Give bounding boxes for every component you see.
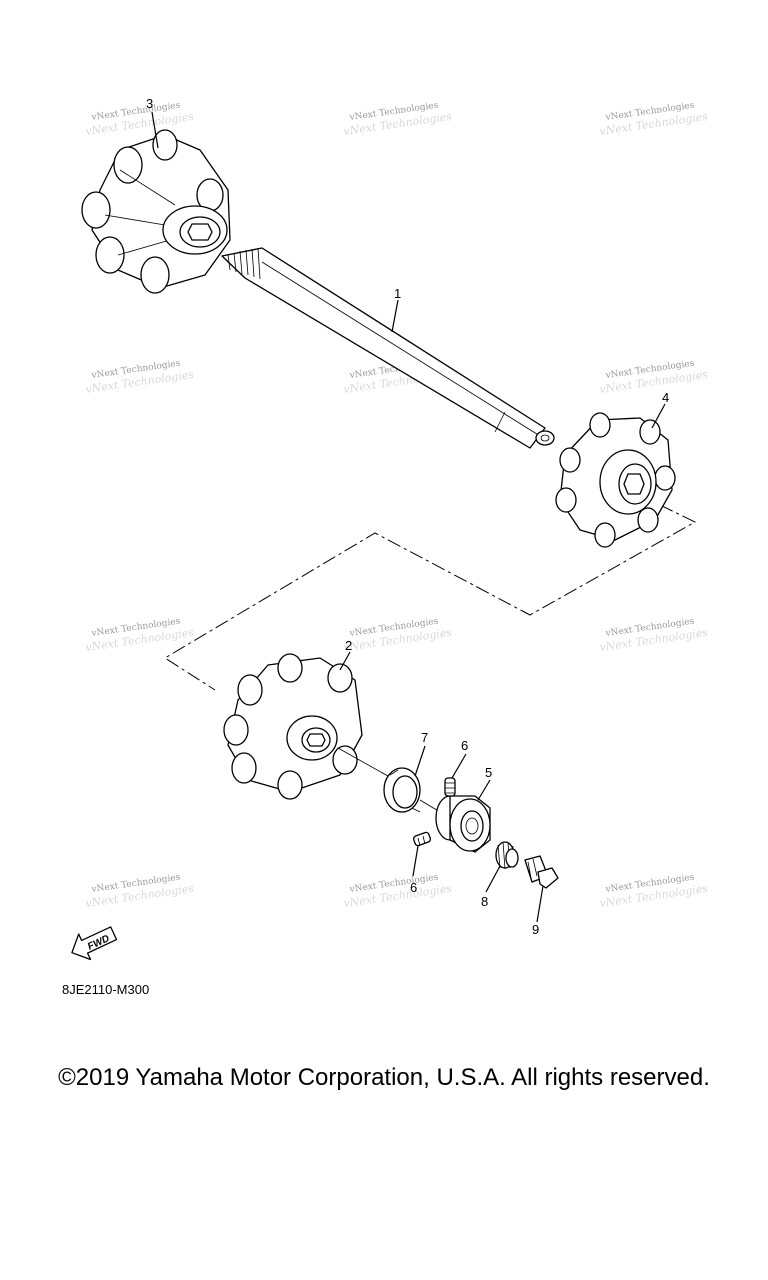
leader-lines: [151, 111, 666, 923]
watermark: vNext Technologies vNext Technologies: [599, 101, 709, 138]
callout-2: 2: [345, 638, 352, 653]
watermark: vNext Technologies vNext Technologies: [343, 617, 453, 654]
callout-1: 1: [394, 286, 401, 301]
part-6-set-screw-top[interactable]: [444, 777, 456, 797]
copyright-notice: ©2019 Yamaha Motor Corporation, U.S.A. A…: [58, 1064, 710, 1091]
watermark: vNext Technologies vNext Technologies: [343, 101, 453, 138]
watermark: vNext Technologies vNext Technologies: [599, 873, 709, 910]
callout-6-top: 6: [461, 738, 468, 753]
watermark: vNext Technologies vNext Technologies: [85, 617, 195, 654]
watermark: vNext Technologies vNext Technologies: [599, 359, 709, 396]
part-4-sprocket[interactable]: [555, 412, 676, 548]
part-3-drive-sprocket[interactable]: [81, 129, 231, 294]
watermark: vNext Technologies vNext Technologies: [85, 873, 195, 910]
parts-diagram: vNext Technologies vNext Technologies vN…: [71, 96, 709, 961]
fwd-arrow-icon: FWD: [71, 926, 118, 961]
watermark: vNext Technologies vNext Technologies: [599, 617, 709, 654]
watermark: vNext Technologies vNext Technologies: [343, 873, 453, 910]
callout-5: 5: [485, 765, 492, 780]
part-5-bearing[interactable]: [435, 795, 491, 853]
diagram-code: 8JE2110-M300: [62, 982, 150, 997]
callout-4: 4: [662, 390, 669, 405]
part-7-clamp[interactable]: [383, 767, 441, 813]
callout-3: 3: [146, 96, 153, 111]
watermark: vNext Technologies vNext Technologies: [85, 101, 195, 138]
part-9-bolt[interactable]: [524, 855, 559, 889]
part-6-set-screw-side[interactable]: [412, 831, 432, 847]
watermark: vNext Technologies vNext Technologies: [85, 359, 195, 396]
part-8-spacer[interactable]: [495, 841, 519, 870]
callout-7: 7: [421, 730, 428, 745]
part-2-sprocket[interactable]: [223, 653, 396, 800]
part-1-drive-shaft[interactable]: [221, 247, 555, 449]
assembly-dash-outline: [164, 504, 697, 691]
callout-6-bottom: 6: [410, 880, 417, 895]
callout-9: 9: [532, 922, 539, 937]
callout-8: 8: [481, 894, 488, 909]
